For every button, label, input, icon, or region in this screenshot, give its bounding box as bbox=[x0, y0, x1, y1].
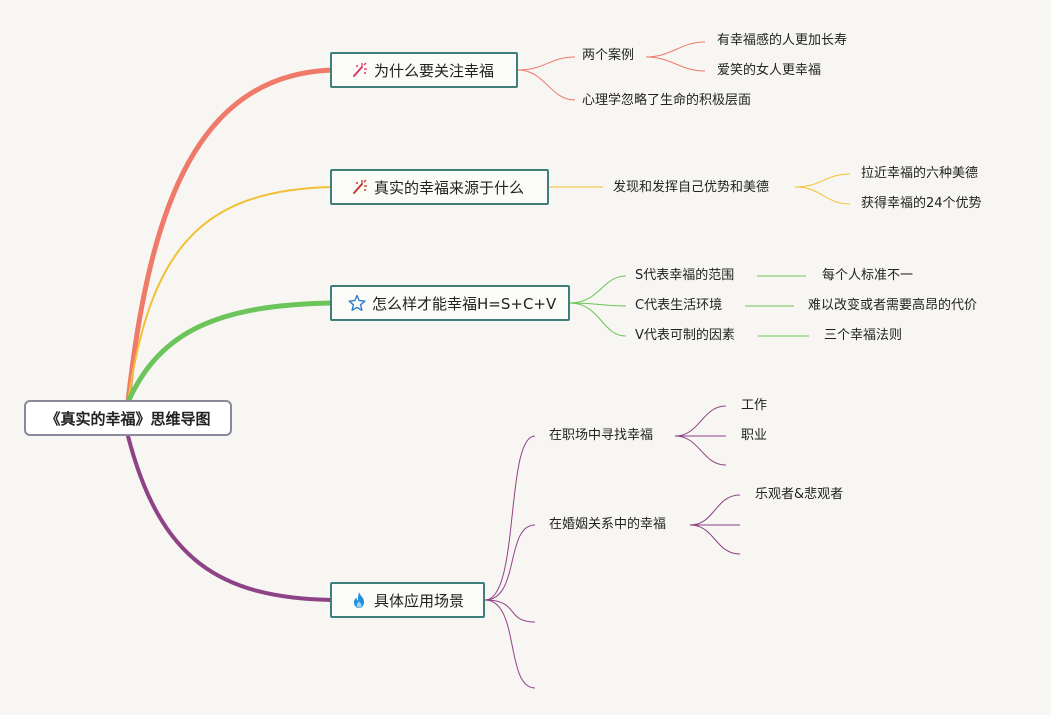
branch-node-2[interactable]: 真实的幸福来源于什么 bbox=[330, 169, 549, 205]
flame-icon bbox=[350, 591, 368, 609]
topic-workplace[interactable]: 在职场中寻找幸福 bbox=[549, 428, 654, 443]
connector-b1-c2 bbox=[517, 69, 576, 101]
branch-line-3 bbox=[125, 300, 335, 405]
topic-marriage[interactable]: 在婚姻关系中的幸福 bbox=[549, 517, 667, 532]
branch-line-2 bbox=[127, 186, 333, 403]
topic-v-note[interactable]: 三个幸福法则 bbox=[824, 328, 903, 343]
connector-b4-c1-g1 bbox=[674, 405, 727, 437]
connector-b2-c1-g1 bbox=[794, 173, 851, 188]
connector-b1-c1-g1 bbox=[645, 41, 706, 58]
branch-line-1 bbox=[125, 67, 335, 405]
branch-label-1: 为什么要关注幸福 bbox=[374, 61, 495, 80]
branch-label-2: 真实的幸福来源于什么 bbox=[374, 178, 525, 197]
connector-b4-c2-g3 bbox=[689, 524, 741, 555]
topic-optimist-pessimist[interactable]: 乐观者&悲观者 bbox=[755, 487, 844, 502]
branch-node-1[interactable]: 为什么要关注幸福 bbox=[330, 52, 518, 88]
topic-strengths-virtues[interactable]: 发现和发挥自己优势和美德 bbox=[613, 180, 770, 195]
branch-line-4 bbox=[126, 434, 334, 602]
branch-label-4: 具体应用场景 bbox=[374, 591, 465, 610]
root-node[interactable]: 《真实的幸福》思维导图 bbox=[24, 400, 232, 436]
connector-b4-c1-g3 bbox=[674, 435, 727, 466]
topic-longevity[interactable]: 有幸福感的人更加长寿 bbox=[717, 33, 848, 48]
connector-b4-c3 bbox=[484, 599, 536, 623]
branch-label-3: 怎么样才能幸福H=S+C+V bbox=[372, 294, 557, 313]
star-icon bbox=[348, 294, 366, 312]
topic-c-environment[interactable]: C代表生活环境 bbox=[635, 298, 723, 313]
connector-b1-c1-g2 bbox=[645, 56, 706, 72]
connector-b2-c1-g2 bbox=[794, 186, 851, 205]
topic-two-cases[interactable]: 两个案例 bbox=[582, 48, 635, 63]
connector-b1-c1 bbox=[517, 56, 576, 71]
topic-smiling-women[interactable]: 爱笑的女人更幸福 bbox=[717, 63, 822, 78]
connector-b4-c1 bbox=[484, 435, 536, 601]
topic-24-strengths[interactable]: 获得幸福的24个优势 bbox=[861, 196, 982, 211]
connector-b3-c2 bbox=[569, 302, 627, 307]
root-label: 《真实的幸福》思维导图 bbox=[45, 409, 211, 428]
topic-s-range[interactable]: S代表幸福的范围 bbox=[635, 268, 735, 283]
topic-career[interactable]: 职业 bbox=[741, 428, 768, 443]
branch-node-3[interactable]: 怎么样才能幸福H=S+C+V bbox=[330, 285, 570, 321]
magic-wand-icon bbox=[350, 61, 368, 79]
magic-wand-icon bbox=[350, 178, 368, 196]
connector-b4-c2 bbox=[484, 524, 536, 601]
branch-node-4[interactable]: 具体应用场景 bbox=[330, 582, 485, 618]
connector-b4-c4 bbox=[484, 599, 536, 689]
topic-c-note[interactable]: 难以改变或者需要高昂的代价 bbox=[808, 298, 978, 313]
topic-six-virtues[interactable]: 拉近幸福的六种美德 bbox=[861, 166, 979, 181]
connector-b3-c1 bbox=[569, 275, 627, 304]
topic-s-note[interactable]: 每个人标准不一 bbox=[822, 268, 914, 283]
connector-b4-c2-g1 bbox=[689, 494, 741, 526]
topic-v-factors[interactable]: V代表可制的因素 bbox=[635, 328, 735, 343]
topic-work[interactable]: 工作 bbox=[741, 398, 768, 413]
topic-positive-psychology[interactable]: 心理学忽略了生命的积极层面 bbox=[582, 93, 752, 108]
connector-b3-c3 bbox=[569, 302, 627, 337]
